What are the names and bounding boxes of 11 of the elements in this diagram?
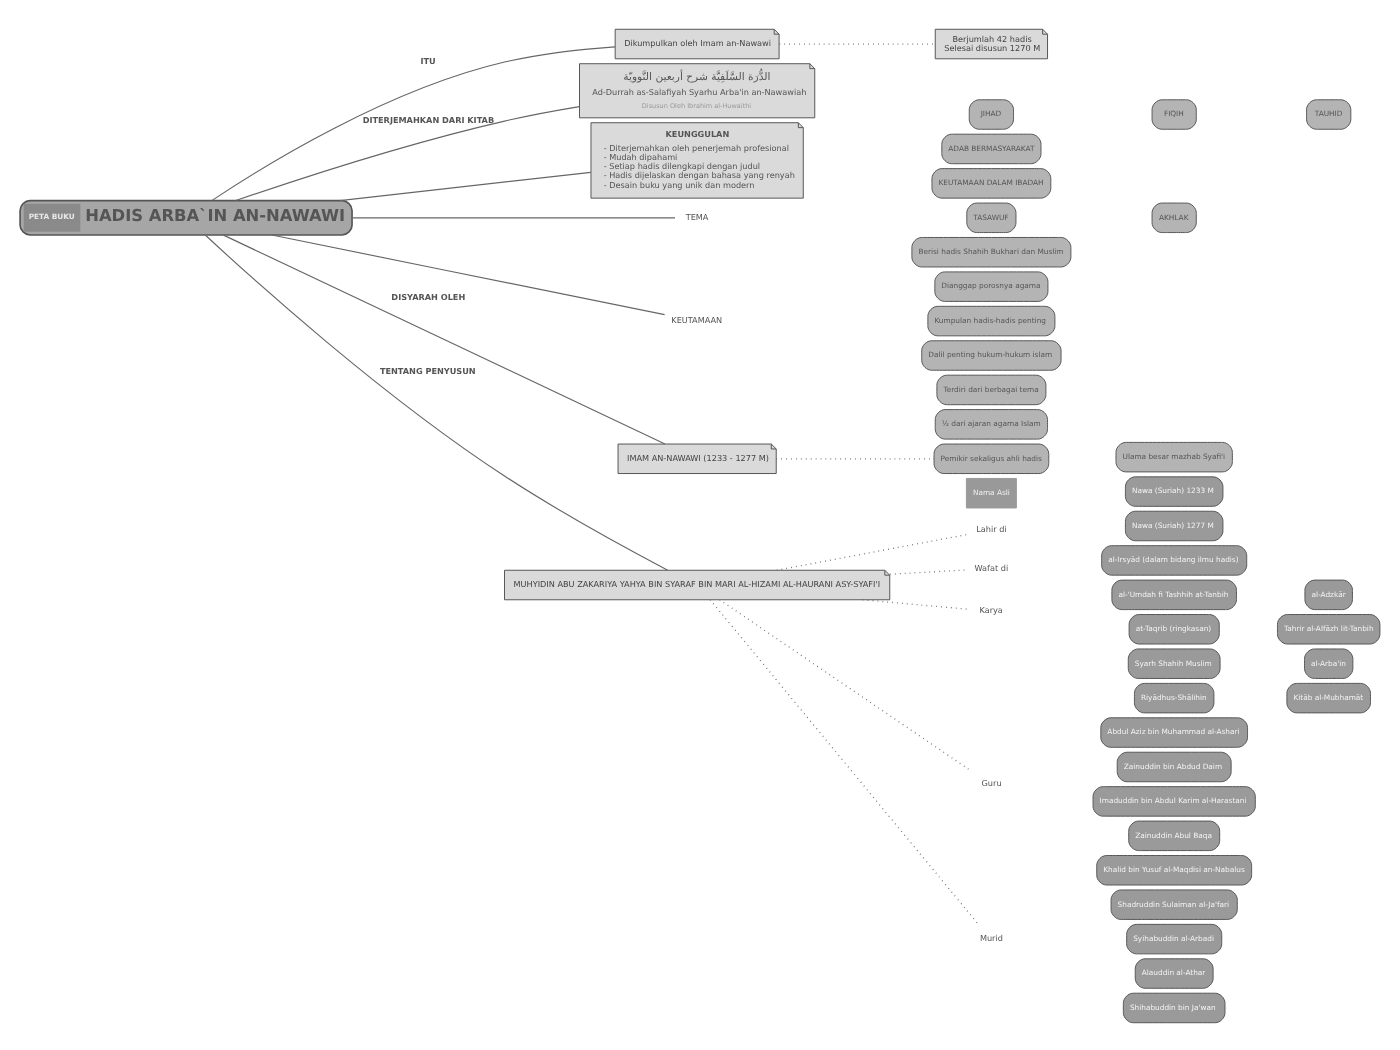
connector bbox=[351, 216, 676, 218]
connector bbox=[204, 233, 669, 570]
connector bbox=[271, 233, 666, 315]
connector bbox=[235, 105, 580, 201]
connector bbox=[339, 170, 592, 201]
connector bbox=[776, 532, 970, 570]
connector bbox=[719, 598, 970, 770]
connector bbox=[862, 598, 970, 609]
connector bbox=[222, 233, 666, 444]
connector bbox=[211, 45, 616, 200]
connector bbox=[709, 598, 979, 924]
